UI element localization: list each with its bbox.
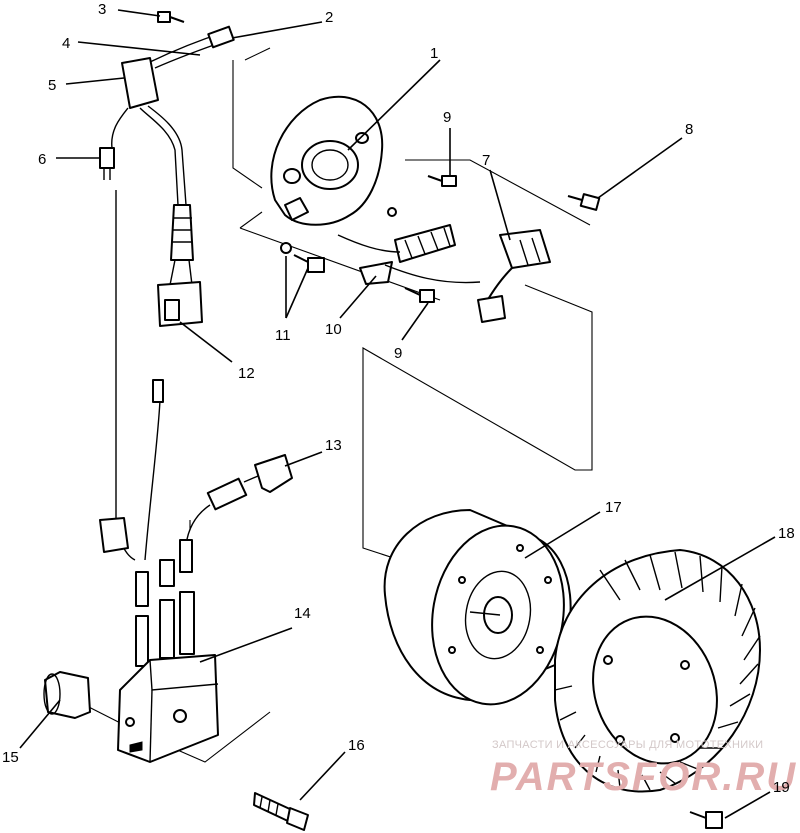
callout-3: 3: [98, 1, 106, 18]
leader-2: [231, 21, 323, 39]
callout-11: 11: [275, 327, 291, 344]
leader-14: [199, 627, 293, 663]
leader-16: [299, 751, 346, 801]
callout-4: 4: [62, 35, 70, 52]
spark-plug-cap: [99, 379, 293, 561]
callout-13: 13: [325, 437, 342, 454]
leader-15: [19, 699, 61, 749]
bolt-19: [689, 811, 723, 829]
leader-13: [284, 451, 323, 467]
callout-5: 5: [48, 77, 56, 94]
watermark: ЗАПЧАСТИ И АКСЕССУАРЫ ДЛЯ МОТОТЕХНИКИ PA…: [490, 739, 797, 799]
leader-1: [347, 59, 441, 151]
screws: [280, 175, 601, 303]
leader-7: [489, 169, 511, 241]
callout-17: 17: [605, 499, 622, 516]
callout-1: 1: [430, 45, 438, 62]
callout-16: 16: [348, 737, 365, 754]
leader-8: [597, 137, 683, 199]
bushing: [43, 671, 91, 719]
leader-19: [724, 791, 771, 819]
leader-10: [339, 275, 377, 319]
bolt-3: [157, 11, 185, 23]
watermark-tagline: ЗАПЧАСТИ И АКСЕССУАРЫ ДЛЯ МОТОТЕХНИКИ: [492, 739, 763, 751]
leader-9b: [401, 302, 429, 341]
callout-14: 14: [294, 605, 311, 622]
leader-4: [77, 41, 201, 56]
callout-7: 7: [482, 152, 490, 169]
callout-8: 8: [685, 121, 693, 138]
stator-plate: [270, 95, 384, 226]
callout-9-lower: 9: [394, 345, 402, 362]
callout-12: 12: [238, 365, 255, 382]
leader-5: [65, 77, 125, 85]
callout-labels: 1 2 3 4 5 6 7 8 9 9 10 11 12 13 14 15 16…: [2, 1, 795, 796]
leader-17: [524, 511, 601, 559]
leader-lines: [19, 9, 776, 819]
charge-coil: [477, 229, 551, 323]
callout-2: 2: [325, 9, 333, 26]
callout-9-upper: 9: [443, 109, 451, 126]
leader-11b: [285, 267, 309, 319]
callout-19: 19: [773, 779, 790, 796]
callout-10: 10: [325, 321, 342, 338]
wire-harness: [99, 25, 235, 520]
leader-18: [664, 536, 776, 601]
leader-12: [179, 321, 233, 363]
flywheel: [383, 509, 572, 706]
pulser-coil: [337, 224, 481, 285]
cooling-fan: [554, 549, 761, 793]
ignition-coil: [117, 539, 219, 763]
callout-18: 18: [778, 525, 795, 542]
callout-6: 6: [38, 151, 46, 168]
reference-lines: [74, 47, 593, 763]
watermark-brand: PARTSFOR.RU: [490, 755, 797, 799]
callout-15: 15: [2, 749, 19, 766]
leader-3: [117, 9, 161, 17]
bolt-16: [253, 792, 309, 831]
